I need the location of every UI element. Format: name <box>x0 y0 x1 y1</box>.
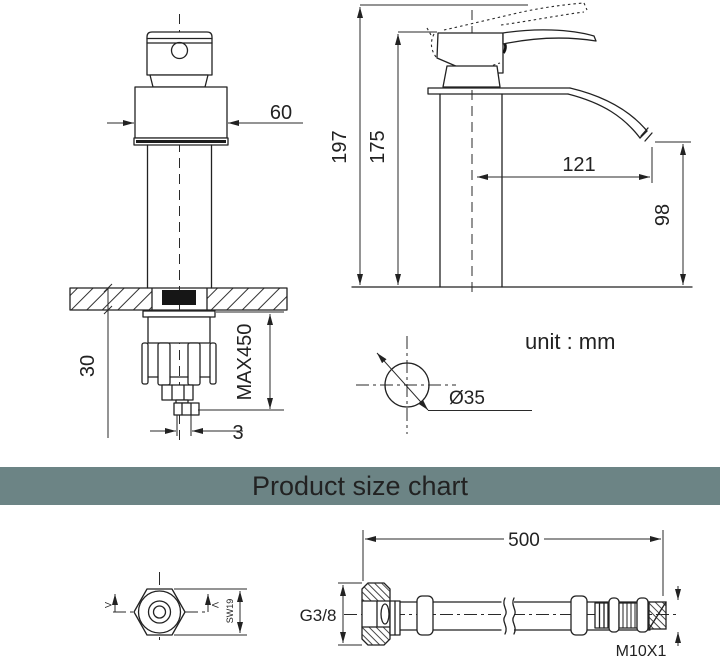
countertop <box>69 287 288 311</box>
dim-outlet-thread: M10X1 <box>616 586 681 658</box>
dim-98-label: 98 <box>652 204 674 226</box>
hose-view: 500 G3/8 M10X1 <box>300 530 681 658</box>
dim-rod: 3 <box>150 422 244 444</box>
faucet-body-front <box>134 86 228 139</box>
neck-side <box>442 65 501 88</box>
ferrule-right <box>570 595 588 636</box>
dim-30-label: 30 <box>77 355 99 377</box>
aerator-ticks <box>640 127 653 142</box>
front-view: 60 30 MAX450 3 <box>69 14 303 444</box>
side-view: 121 98 197 175 <box>329 2 693 293</box>
dim-wrench-size: SW19 <box>174 588 247 636</box>
dim-60-label: 60 <box>270 102 292 124</box>
dim-outlet-height: 98 <box>652 141 691 285</box>
dim-121-label: 121 <box>562 154 595 176</box>
hex-nut-outline <box>133 588 186 636</box>
unit-note: unit : mm <box>525 329 615 354</box>
section-banner: Product size chart <box>0 467 720 505</box>
banner-background <box>0 467 720 505</box>
section-label-right: V <box>210 602 220 608</box>
dim-counter-thickness: 30 <box>77 283 113 438</box>
hex-nut-view: V V SW19 <box>104 572 247 644</box>
break-symbol <box>503 597 516 635</box>
dim-175-label: 175 <box>367 130 389 163</box>
handle-raised-outline <box>426 2 588 73</box>
dim-body-width: 60 <box>107 102 303 126</box>
dim-m10-label: M10X1 <box>616 643 667 658</box>
handle-cap-screw <box>170 41 189 60</box>
dim-sw19-label: SW19 <box>225 599 235 624</box>
faucet-column-side <box>439 93 503 288</box>
lever-handle <box>502 29 597 45</box>
section-label-left: V <box>104 602 114 608</box>
dim-spout-reach: 121 <box>477 154 650 180</box>
hose-inlet-nut <box>361 582 401 646</box>
dim-3-label: 3 <box>232 422 243 444</box>
hole-detail: Ø35 <box>356 336 532 434</box>
dim-197-label: 197 <box>329 130 351 163</box>
banner-title: Product size chart <box>252 471 469 501</box>
waterfall-spout <box>567 87 653 142</box>
dim-500-label: 500 <box>508 530 540 551</box>
mounting-nut <box>141 310 217 386</box>
threaded-rod <box>161 384 200 436</box>
hose-outlet-fitting <box>594 597 667 633</box>
ferrule-left <box>416 595 434 636</box>
dim-inlet-thread: G3/8 <box>300 582 362 646</box>
dim-dia35-label: Ø35 <box>449 388 485 409</box>
dim-g38-label: G3/8 <box>300 606 337 625</box>
dim-max450-label: MAX450 <box>234 324 256 401</box>
handle-neck <box>149 74 209 88</box>
dim-max-mount: MAX450 <box>198 311 284 411</box>
spout-plate <box>427 87 571 95</box>
gasket <box>162 290 196 305</box>
dim-hose-length: 500 <box>362 530 664 596</box>
faucet-column-front <box>146 144 213 289</box>
